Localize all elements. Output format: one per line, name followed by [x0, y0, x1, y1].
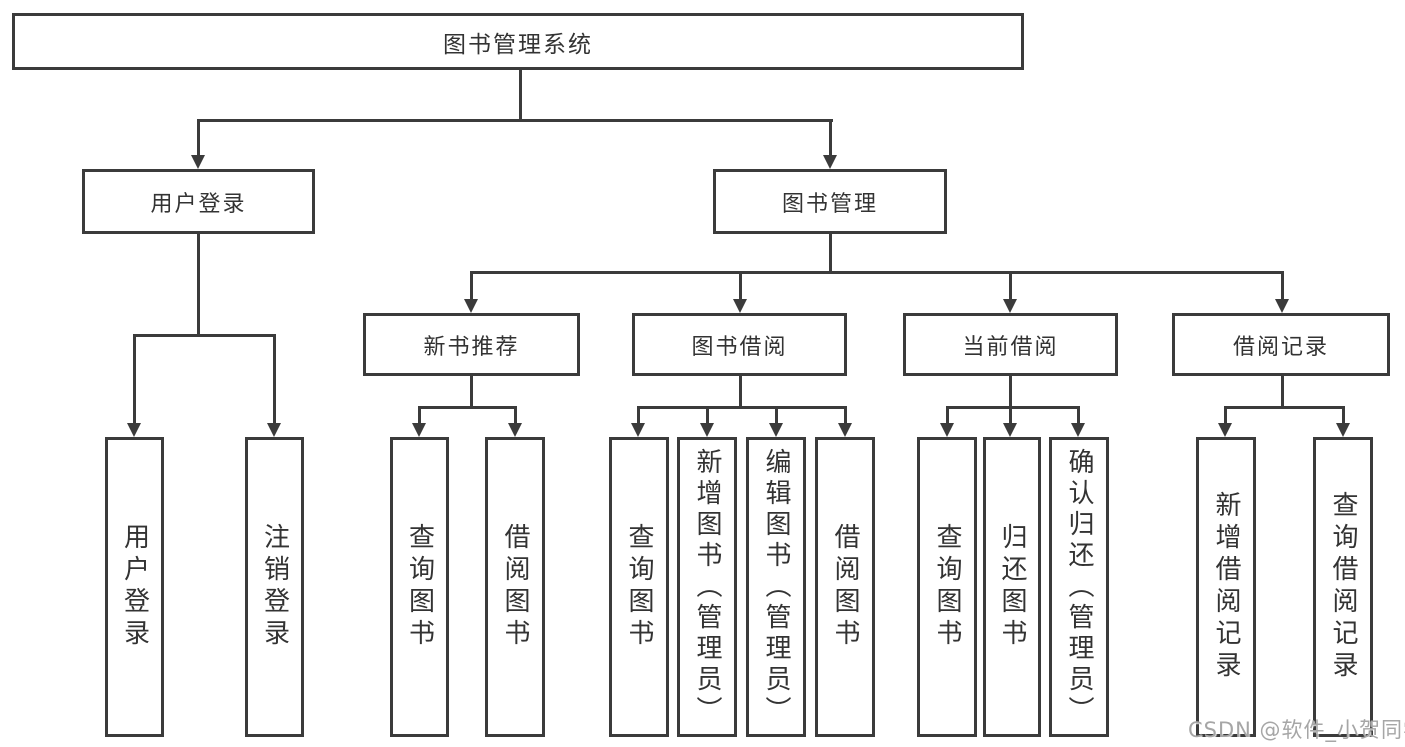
connector-drop — [1342, 406, 1345, 425]
connector-login-splitter — [133, 334, 276, 337]
node-label: 图书管理系统 — [443, 31, 593, 58]
node-label: 借阅记录 — [1232, 334, 1329, 360]
connector-drop — [1224, 406, 1227, 425]
connector-drop — [844, 406, 847, 425]
node-label: 当前借阅 — [962, 334, 1059, 360]
leaf-query-books-current: 查询图书 — [917, 437, 977, 737]
leaf-label: 用户登录 — [119, 523, 150, 651]
leaf-add-books-admin: 新增图书（管理员） — [677, 437, 737, 737]
node-label: 新书推荐 — [423, 334, 520, 360]
watermark: CSDN @软件_小贺同学 — [1188, 718, 1405, 742]
leaf-label: 查询图书 — [624, 523, 654, 651]
connector-root-splitter — [197, 119, 833, 122]
arrowhead — [769, 423, 783, 437]
arrowhead-leaf-logout — [267, 423, 281, 437]
connector-drop — [637, 406, 640, 425]
leaf-label: 借阅图书 — [500, 523, 530, 651]
arrowhead — [412, 423, 426, 437]
connector-login-stem — [197, 233, 200, 337]
leaf-query-books-borrowing: 查询图书 — [609, 437, 669, 737]
connector-drop-user-login — [197, 119, 200, 156]
connector-drop-borrow-records — [1281, 271, 1284, 301]
leaf-add-borrow-record: 新增借阅记录 — [1196, 437, 1256, 737]
leaf-logout: 注销登录 — [245, 437, 304, 737]
leaf-label: 新增借阅记录 — [1211, 491, 1241, 683]
leaf-label: 借阅图书 — [830, 523, 860, 651]
arrowhead — [1071, 423, 1085, 437]
connector-mgmt-stem — [829, 233, 832, 274]
leaf-label: 查询图书 — [932, 523, 962, 651]
connector-current-splitter — [946, 406, 1080, 409]
leaf-return-books: 归还图书 — [983, 437, 1041, 737]
arrowhead-leaf-login — [127, 423, 141, 437]
arrowhead-book-borrow — [733, 299, 747, 313]
connector-newbook-splitter — [418, 406, 517, 409]
connector-drop — [775, 406, 778, 425]
connector-borrow-splitter — [637, 406, 847, 409]
connector-drop — [1009, 406, 1012, 425]
node-label: 图书管理 — [781, 191, 878, 217]
connector-drop — [946, 406, 949, 425]
leaf-label: 编辑图书（管理员） — [761, 447, 791, 727]
connector-drop-current-borrow — [1009, 271, 1012, 301]
connector-drop-leaf-login — [133, 334, 136, 424]
arrowhead — [940, 423, 954, 437]
connector-borrow-stem — [739, 375, 742, 409]
leaf-label: 查询图书 — [404, 523, 435, 651]
leaf-label: 归还图书 — [997, 523, 1027, 651]
leaf-user-login: 用户登录 — [105, 437, 164, 737]
connector-drop — [418, 406, 421, 425]
connector-drop-book-mgmt — [829, 119, 832, 156]
arrowhead-new-book — [464, 299, 478, 313]
leaf-label: 查询借阅记录 — [1328, 491, 1358, 683]
leaf-label: 新增图书（管理员） — [692, 447, 722, 727]
arrowhead-book-mgmt — [823, 155, 837, 169]
connector-drop — [514, 406, 517, 425]
leaf-edit-books-admin: 编辑图书（管理员） — [746, 437, 806, 737]
leaf-query-borrow-record: 查询借阅记录 — [1313, 437, 1373, 737]
arrowhead — [700, 423, 714, 437]
connector-drop — [706, 406, 709, 425]
arrowhead-user-login — [191, 155, 205, 169]
arrowhead — [1003, 423, 1017, 437]
connector-records-splitter — [1224, 406, 1345, 409]
connector-newbook-stem — [470, 375, 473, 409]
node-current-borrowing: 当前借阅 — [903, 313, 1118, 376]
arrowhead — [1336, 423, 1350, 437]
leaf-label: 确认归还（管理员） — [1064, 447, 1094, 727]
leaf-borrow-books-recommend: 借阅图书 — [485, 437, 545, 737]
node-borrowing-records: 借阅记录 — [1172, 313, 1390, 376]
connector-root-stem — [519, 68, 522, 122]
arrowhead — [508, 423, 522, 437]
leaf-borrow-books: 借阅图书 — [815, 437, 875, 737]
connector-current-stem — [1009, 375, 1012, 409]
arrowhead — [1218, 423, 1232, 437]
node-book-management: 图书管理 — [713, 169, 947, 234]
node-label: 用户登录 — [150, 191, 247, 217]
connector-mgmt-splitter — [470, 271, 1284, 274]
connector-drop-new-book — [470, 271, 473, 301]
connector-records-stem — [1281, 375, 1284, 409]
arrowhead — [838, 423, 852, 437]
connector-drop — [1077, 406, 1080, 425]
node-user-login: 用户登录 — [82, 169, 315, 234]
arrowhead — [631, 423, 645, 437]
node-root-book-management-system: 图书管理系统 — [12, 13, 1024, 70]
node-new-book-recommend: 新书推荐 — [363, 313, 580, 376]
connector-drop-leaf-logout — [273, 334, 276, 424]
leaf-label: 注销登录 — [259, 523, 290, 651]
arrowhead-current-borrow — [1003, 299, 1017, 313]
node-book-borrowing: 图书借阅 — [632, 313, 847, 376]
arrowhead-borrow-records — [1275, 299, 1289, 313]
node-label: 图书借阅 — [691, 334, 788, 360]
leaf-query-books-recommend: 查询图书 — [390, 437, 449, 737]
connector-drop-book-borrow — [739, 271, 742, 301]
leaf-confirm-return-admin: 确认归还（管理员） — [1049, 437, 1109, 737]
